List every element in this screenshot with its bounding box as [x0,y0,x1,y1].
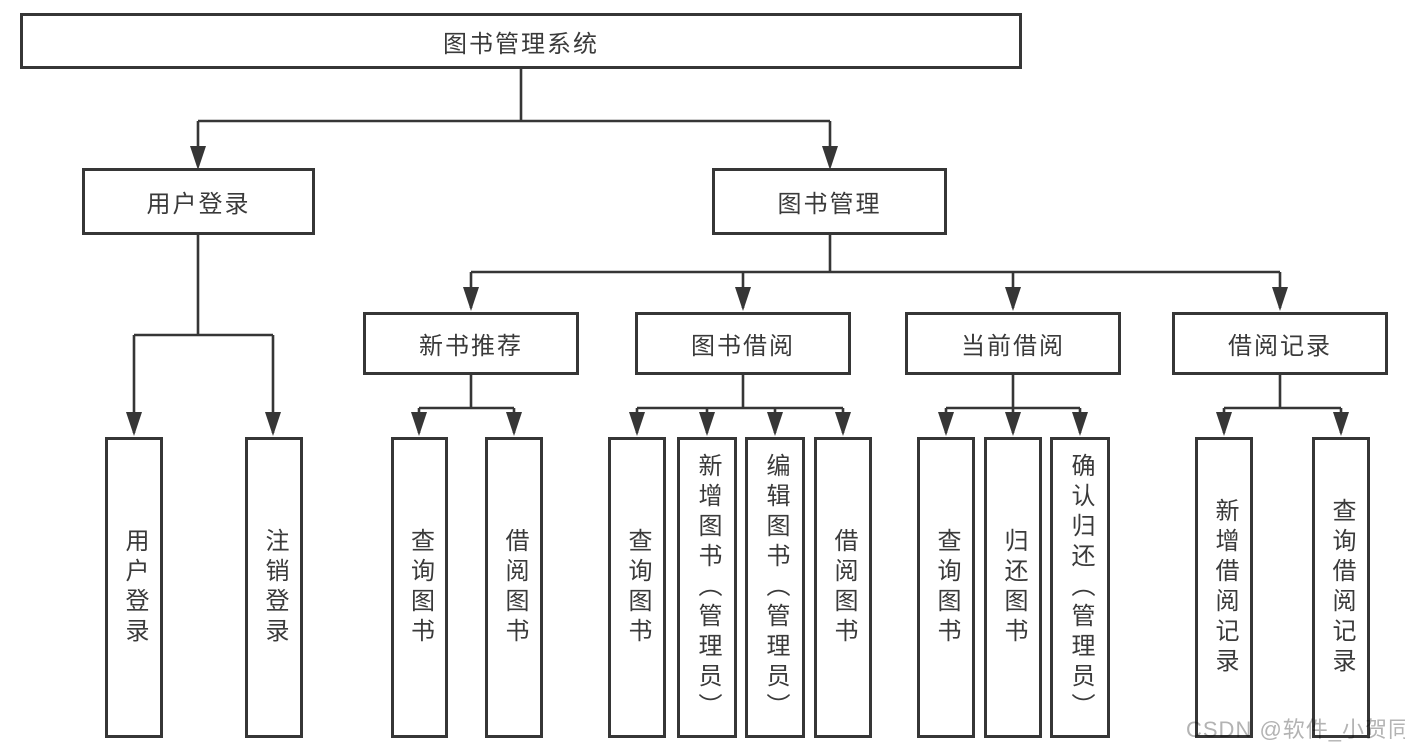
leaf-query-books-current: 查询图书 [917,437,975,738]
node-book-borrowing: 图书借阅 [635,312,851,375]
leaf-label: 新增图书（管理员） [694,452,721,723]
leaf-user-login: 用户登录 [105,437,163,738]
leaf-label: 查询图书 [406,527,434,648]
node-label: 用户登录 [146,191,251,218]
leaf-label: 查询图书 [933,527,960,648]
leaf-logout: 注销登录 [245,437,303,738]
node-label: 借阅记录 [1228,333,1332,360]
node-new-book-recommendation: 新书推荐 [363,312,579,375]
node-book-management-system: 图书管理系统 [20,13,1022,69]
node-label: 图书管理系统 [443,30,599,58]
leaf-label: 确认归还（管理员） [1067,452,1094,723]
leaf-add-borrow-record: 新增借阅记录 [1195,437,1253,738]
leaf-borrow-books: 借阅图书 [814,437,872,738]
node-user-login: 用户登录 [82,168,315,235]
node-label: 图书借阅 [691,333,795,360]
node-label: 新书推荐 [419,333,523,360]
leaf-label: 注销登录 [261,527,288,648]
leaf-query-books-recommend: 查询图书 [391,437,448,738]
node-label: 当前借阅 [961,333,1065,360]
leaf-return-books: 归还图书 [984,437,1042,738]
leaf-label: 用户登录 [121,527,148,648]
node-borrowing-records: 借阅记录 [1172,312,1388,375]
leaf-label: 归还图书 [1000,527,1027,648]
node-label: 图书管理 [777,191,882,218]
leaf-query-books-borrowing: 查询图书 [608,437,666,738]
leaf-label: 编辑图书（管理员） [762,452,789,723]
leaf-label: 查询借阅记录 [1328,497,1355,678]
leaf-label: 借阅图书 [501,527,528,648]
leaf-confirm-return-admin: 确认归还（管理员） [1050,437,1110,738]
node-current-borrowing: 当前借阅 [905,312,1121,375]
leaf-edit-books-admin: 编辑图书（管理员） [745,437,805,738]
node-book-management: 图书管理 [712,168,947,235]
leaf-add-books-admin: 新增图书（管理员） [677,437,737,738]
leaf-label: 新增借阅记录 [1211,497,1238,678]
csdn-watermark: CSDN @软件_小贺同学 [1186,717,1405,742]
leaf-label: 借阅图书 [830,527,857,648]
leaf-query-borrow-record: 查询借阅记录 [1312,437,1370,738]
leaf-borrow-books-recommend: 借阅图书 [485,437,543,738]
leaf-label: 查询图书 [624,527,651,648]
